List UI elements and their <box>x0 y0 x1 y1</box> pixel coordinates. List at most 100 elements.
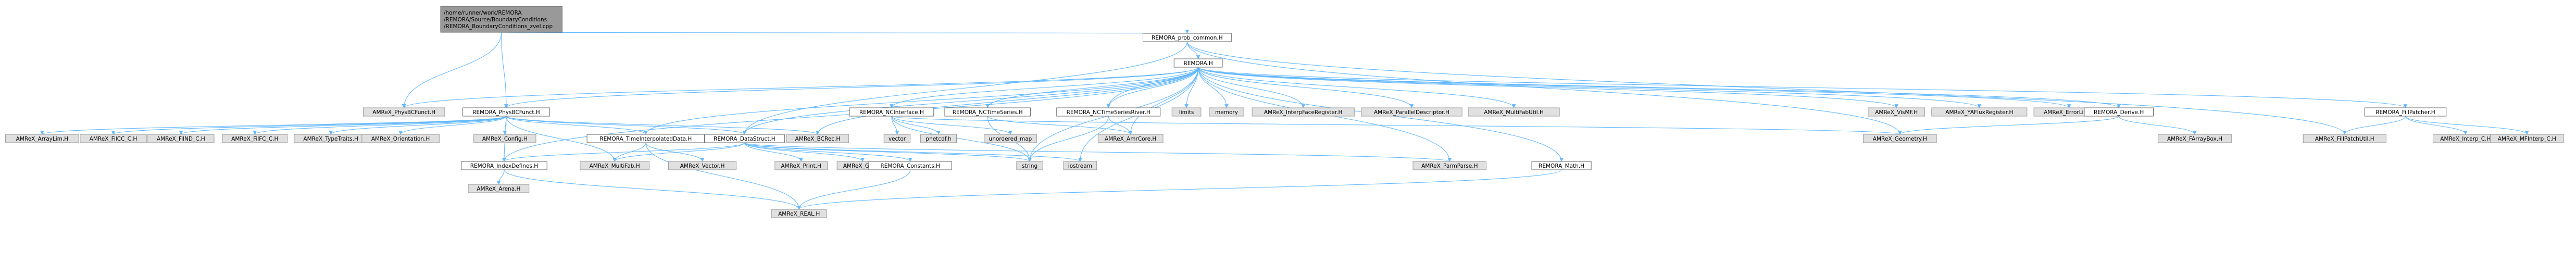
node-filcc: AMReX_FilCC_C.H <box>80 134 147 143</box>
edge-physbcfunct-to-datastruct <box>506 116 747 135</box>
edge-remora_h-to-interpfacereg <box>1198 67 1305 108</box>
node-box <box>2158 134 2232 143</box>
node-derive[interactable]: REMORA_Derive.H <box>2084 107 2154 117</box>
node-bcrec: AMReX_BCRec.H <box>786 134 849 143</box>
node-label: AMReX_FilND_C.H <box>157 136 205 142</box>
node-interpfacereg: AMReX_InterpFaceRegister.H <box>1252 107 1355 117</box>
node-box <box>5 134 79 143</box>
edge-remora_h-to-timeinterp <box>644 67 1199 135</box>
node-label: REMORA_NCInterface.H <box>859 109 924 116</box>
node-label: REMORA_TimeInterpolatedData.H <box>599 136 692 142</box>
file-nodes: /home/runner/work/REMORA/REMORA/Source/B… <box>5 6 2564 218</box>
edge-indexdefines-to-arena <box>496 169 505 185</box>
node-fillpatchutil: AMReX_FillPatchUtil.H <box>2303 134 2386 143</box>
node-physbcfunct_amrex: AMReX_PhysBCFunct.H <box>362 107 445 117</box>
node-label: AMReX_Geometry.H <box>1873 136 1927 142</box>
node-box <box>362 107 445 117</box>
node-label: REMORA_IndexDefines.H <box>470 163 538 169</box>
node-label: AMReX_FillPatchUtil.H <box>2315 136 2374 142</box>
node-label: REMORA_prob_common.H <box>1152 35 1223 41</box>
node-vector_std: vector <box>883 134 911 143</box>
edge-remora_h-to-amrcore <box>1128 67 1199 135</box>
node-box <box>1143 33 1232 42</box>
node-label: REMORA_DataStruct.H <box>714 136 776 142</box>
node-timeinterp[interactable]: REMORA_TimeInterpolatedData.H <box>586 134 705 143</box>
node-remora_h[interactable]: REMORA.H <box>1173 58 1223 68</box>
edge-root-to-prob_common <box>501 29 1188 34</box>
edge-remora_h-to-memory <box>1198 67 1229 108</box>
edge-remora_h-to-nctimeseries <box>985 67 1199 108</box>
node-datastruct[interactable]: REMORA_DataStruct.H <box>704 134 785 143</box>
node-label: AMReX_AmrCore.H <box>1105 136 1156 142</box>
edge-derive-to-geometry <box>1898 116 2119 135</box>
node-fillpatcher[interactable]: REMORA_FillPatcher.H <box>2364 107 2447 117</box>
dependency-edges <box>40 29 2529 210</box>
node-prob_common[interactable]: REMORA_prob_common.H <box>1143 33 1232 42</box>
node-box <box>849 107 934 117</box>
edge-ncinterface-to-string_std <box>891 116 1032 162</box>
node-label: REMORA_PhysBCFunct.H <box>472 109 540 116</box>
edge-timeinterp-to-real <box>645 142 802 210</box>
node-arena: AMReX_Arena.H <box>468 184 530 193</box>
node-box <box>2490 134 2564 143</box>
node-root[interactable]: /home/runner/work/REMORA/REMORA/Source/B… <box>440 6 562 33</box>
node-label: iostream <box>1068 163 1092 169</box>
node-string_std: string <box>1016 161 1043 170</box>
node-box <box>462 107 551 117</box>
node-box <box>1016 161 1043 170</box>
node-label: AMReX_MFInterp_C.H <box>2498 136 2556 142</box>
node-unordered_map: unordered_map <box>984 134 1037 143</box>
node-label: AMReX_Config.H <box>482 136 528 142</box>
node-box <box>786 134 849 143</box>
node-nctimeseries[interactable]: REMORA_NCTimeSeries.H <box>944 107 1031 117</box>
node-label: AMReX_ParmParse.H <box>1421 163 1478 169</box>
node-yafluxreg: AMReX_YAFluxRegister.H <box>1931 107 2028 117</box>
node-constants[interactable]: REMORA_Constants.H <box>868 161 952 170</box>
edge-ncinterface-to-geometry <box>891 116 1902 135</box>
node-label: AMReX_BCRec.H <box>795 136 841 142</box>
node-box <box>1063 161 1097 170</box>
edge-fillpatcher-to-interp_c <box>2405 116 2468 135</box>
node-box <box>868 161 952 170</box>
node-label: AMReX_REAL.H <box>778 211 820 217</box>
node-box <box>704 134 785 143</box>
node-box <box>1056 107 1161 117</box>
edge-nctimeseries-to-amrcore <box>987 116 1133 135</box>
edge-datastruct-to-string_std <box>744 142 1032 162</box>
edge-remora_h-to-paralleldesc <box>1198 67 1414 108</box>
node-label: AMReX_Interp_C.H <box>2440 136 2491 142</box>
node-memory: memory <box>1209 107 1244 117</box>
node-vismf: AMReX_VisMF.H <box>1868 107 1925 117</box>
edge-physbcfunct-to-filcc <box>111 116 507 135</box>
node-amrcore: AMReX_AmrCore.H <box>1097 134 1164 143</box>
node-box <box>1468 107 1560 117</box>
node-box <box>1868 107 1925 117</box>
node-box <box>944 107 1031 117</box>
node-iostream: iostream <box>1063 161 1097 170</box>
node-filfc: AMReX_FilFC_C.H <box>222 134 288 143</box>
edge-physbcfunct-to-arraylim <box>40 116 507 135</box>
edge-fillpatcher-to-fillpatchutil <box>2342 116 2406 135</box>
node-ncinterface[interactable]: REMORA_NCInterface.H <box>849 107 934 117</box>
node-nctimeseriesriver[interactable]: REMORA_NCTimeSeriesRiver.H <box>1056 107 1161 117</box>
edge-physbcfunct-to-orientation <box>398 116 507 135</box>
node-box <box>2364 107 2447 117</box>
node-label: REMORA_Math.H <box>1539 163 1584 169</box>
node-box <box>1209 107 1244 117</box>
node-geometry: AMReX_Geometry.H <box>1863 134 1937 143</box>
edge-physbcfunct-to-timeinterp <box>506 116 648 135</box>
node-label: /home/runner/work/REMORA <box>444 10 522 16</box>
node-box <box>883 134 911 143</box>
node-box <box>1171 107 1202 117</box>
node-indexdefines[interactable]: REMORA_IndexDefines.H <box>461 161 547 170</box>
node-physbcfunct[interactable]: REMORA_PhysBCFunct.H <box>462 107 551 117</box>
node-label: AMReX_Arena.H <box>477 186 520 192</box>
node-box <box>473 134 536 143</box>
node-box <box>80 134 147 143</box>
node-label: AMReX_ArrayLim.H <box>16 136 68 142</box>
node-math[interactable]: REMORA_Math.H <box>1531 161 1592 170</box>
node-label: AMReX_FArrayBox.H <box>2167 136 2222 142</box>
node-label: /REMORA/Source/BoundaryConditions <box>444 17 547 23</box>
edge-remora_h-to-physbcfunct <box>504 67 1199 108</box>
